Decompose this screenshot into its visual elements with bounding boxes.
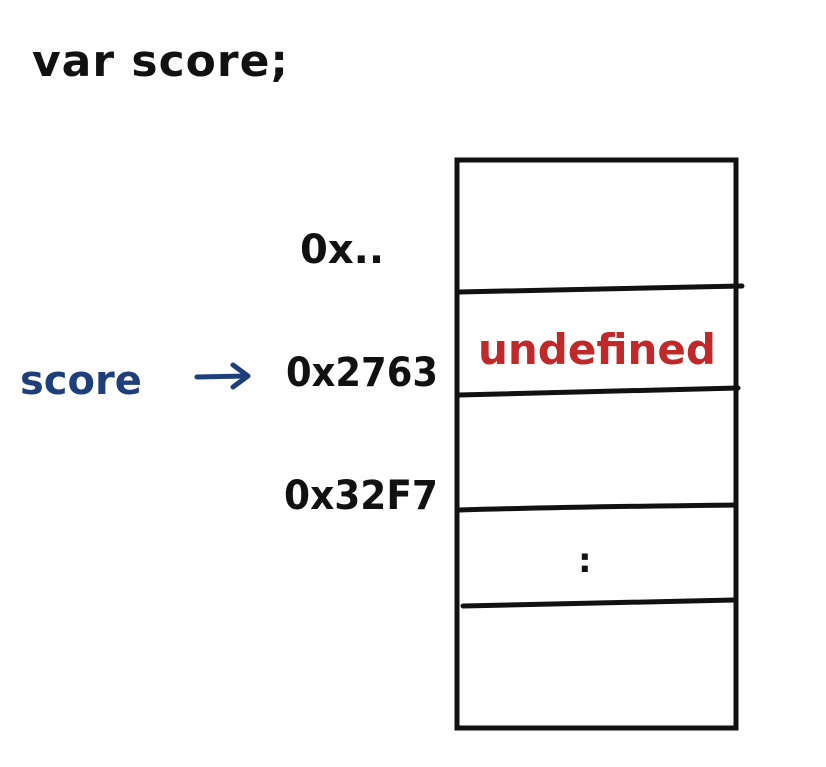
code-line: var score; (32, 36, 289, 87)
pointer-arrow-icon (194, 362, 251, 390)
memory-cell-ellipsis: : (578, 541, 592, 581)
address-label: 0x32F7 (284, 473, 438, 519)
variable-name: score (20, 358, 142, 404)
memory-row-divider (456, 502, 739, 513)
address-label: 0x.. (300, 227, 384, 273)
memory-row-divider (456, 385, 741, 398)
memory-row-divider (456, 283, 745, 295)
memory-row-divider (460, 597, 737, 609)
memory-cell-value: undefined (478, 325, 716, 374)
memory-block (454, 157, 739, 731)
address-label: 0x2763 (286, 350, 438, 396)
